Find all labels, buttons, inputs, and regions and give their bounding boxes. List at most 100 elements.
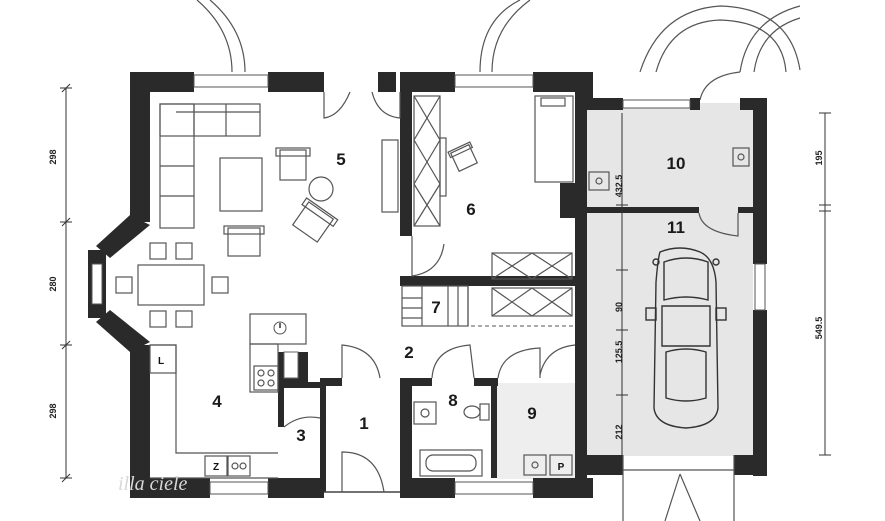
office-chair (447, 141, 479, 173)
dimension-lines-garage (616, 113, 628, 455)
bookshelf (413, 95, 441, 227)
cabinet (534, 95, 574, 183)
garage-side-window (754, 263, 766, 311)
garage-floor (587, 103, 753, 456)
wall (533, 478, 593, 498)
wall (474, 378, 498, 386)
garage-gate-lines (622, 455, 735, 521)
bathtub (419, 449, 483, 477)
wall (400, 378, 412, 492)
room-label-11: 11 (667, 218, 685, 237)
dimension-lines-left (60, 83, 72, 483)
bay-wall (96, 310, 150, 352)
wall (753, 310, 767, 476)
dim-left-middle: 280 (48, 276, 58, 291)
door-swing (497, 347, 541, 379)
bay-window (91, 263, 103, 305)
pantry-mark: L (158, 356, 164, 367)
dim-garage-432-5: 432.5 (614, 175, 624, 198)
laundry-mark: P (558, 462, 565, 473)
room-label-9: 9 (527, 404, 536, 423)
room-label-8: 8 (448, 391, 457, 410)
entrance-door (341, 451, 385, 493)
wall (587, 207, 699, 213)
wall (575, 375, 587, 400)
room-label-10: 10 (667, 154, 686, 173)
bathroom-sink-icon (413, 401, 437, 425)
toilet-icon (463, 403, 490, 421)
door-swing (283, 416, 321, 428)
wall (320, 378, 342, 386)
car-icon (645, 247, 727, 429)
wall (400, 478, 455, 498)
armchair (291, 197, 339, 243)
wall (575, 98, 587, 478)
armchair (275, 147, 311, 181)
wall (278, 382, 284, 427)
terrace-door (323, 91, 401, 119)
wall (130, 345, 150, 495)
wall (400, 72, 412, 236)
room-label-6: 6 (466, 200, 475, 219)
fridge (283, 351, 299, 379)
wall (378, 72, 396, 92)
tv-cabinet (381, 139, 399, 213)
kitchen-mark: Z (213, 462, 219, 473)
door-swing (411, 236, 445, 277)
room-9-floor (497, 383, 577, 479)
door-swing (431, 344, 475, 379)
boiler-icon (732, 147, 750, 167)
window (622, 99, 691, 109)
dishwasher (204, 455, 228, 477)
room-label-2: 2 (404, 343, 413, 362)
dining-chairs (115, 242, 229, 328)
door-swing (539, 344, 576, 376)
room-label-1: 1 (359, 414, 368, 433)
stove-icon (253, 365, 279, 391)
bay-wall (96, 215, 150, 258)
wall (400, 276, 575, 286)
wall (734, 455, 767, 475)
wall (268, 72, 324, 92)
kitchen-sink-icon (227, 455, 251, 477)
dim-garage-212: 212 (614, 424, 624, 439)
wall (753, 98, 767, 264)
storage-shelf (491, 252, 573, 317)
boiler-sink-icon (588, 171, 610, 191)
dim-right-bottom: 549.5 (814, 317, 824, 340)
chimney (560, 183, 572, 205)
wall (268, 478, 324, 498)
corner-sofa (159, 103, 261, 229)
window (454, 481, 534, 495)
wall (400, 378, 432, 386)
dim-garage-125-5: 125.5 (614, 341, 624, 364)
staircase (401, 285, 469, 327)
wall (130, 72, 150, 222)
side-table (308, 176, 334, 202)
armchair (223, 225, 265, 257)
room-label-4: 4 (212, 392, 222, 411)
dining-table (137, 264, 205, 306)
wall (690, 98, 700, 110)
entrance-arc-middle (479, 0, 531, 73)
watermark: illa ciele (118, 473, 188, 495)
window (193, 74, 269, 88)
coffee-table (219, 157, 263, 212)
room-label-3: 3 (296, 426, 305, 445)
pantry-cabinet (149, 344, 177, 374)
wall (491, 378, 497, 478)
door-swing (698, 212, 739, 237)
window (209, 481, 269, 495)
wall (400, 72, 455, 92)
wall (738, 207, 753, 213)
dim-garage-90: 90 (614, 302, 624, 312)
room-label-5: 5 (336, 150, 345, 169)
garage-outer-door (699, 71, 741, 101)
wall (575, 72, 593, 102)
wall (320, 382, 326, 492)
entrance-arc-left (196, 0, 246, 73)
desk (439, 137, 447, 197)
garage-turn-arcs (639, 5, 801, 73)
wall (280, 382, 320, 388)
